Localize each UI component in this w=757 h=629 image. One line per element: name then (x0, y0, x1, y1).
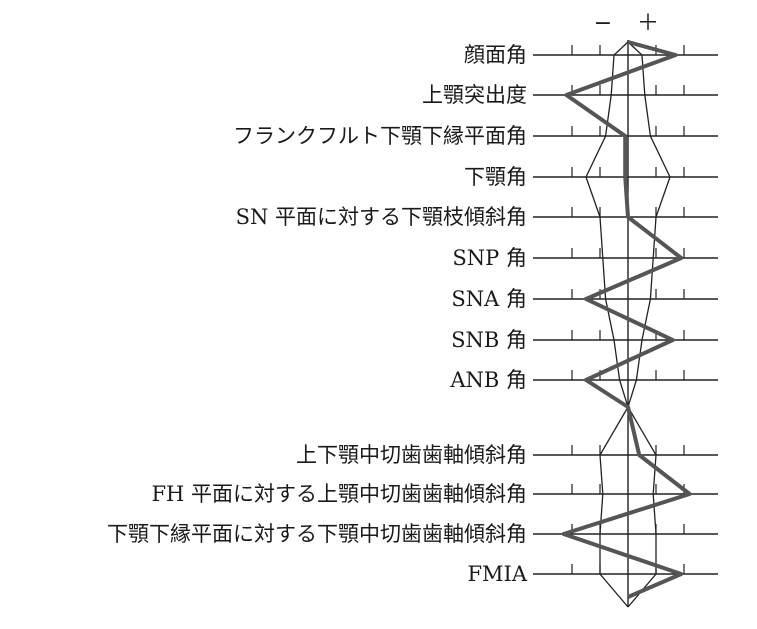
row-label: SNB 角 (451, 328, 527, 352)
range-line-plus (627, 41, 671, 608)
row-label: 顔面角 (464, 43, 527, 67)
standard-range-polygon (585, 41, 671, 608)
patient-point (584, 378, 588, 382)
row-label: FMIA (467, 562, 527, 586)
patient-point (626, 215, 630, 219)
row-label: FH 平面に対する上顎中切歯歯軸傾斜角 (151, 482, 527, 506)
row-label: SNP 角 (452, 246, 527, 270)
plus-sign-label: ＋ (637, 11, 659, 36)
row-label: ANB 角 (449, 368, 527, 392)
row-label: 下顎下縁平面に対する下顎中切歯歯軸傾斜角 (107, 522, 527, 546)
patient-point (562, 532, 566, 536)
patient-profile-line (561, 40, 692, 599)
patient-point (688, 492, 692, 496)
row-label: フランクフルト下顎下縁平面角 (233, 124, 527, 148)
patient-point (671, 338, 675, 342)
row-label: 下顎角 (464, 165, 527, 189)
patient-point (564, 93, 568, 97)
row-label: 上下顎中切歯歯軸傾斜角 (296, 443, 527, 467)
minus-sign-label: − (594, 11, 612, 36)
range-line-minus (585, 41, 629, 608)
patient-point (623, 175, 627, 179)
patient-point (679, 256, 683, 260)
patient-profile-polygon (561, 40, 692, 599)
patient-point (637, 453, 641, 457)
patient-point (679, 572, 683, 576)
row-label: SNA 角 (451, 287, 527, 311)
sign-labels: − ＋ (594, 11, 659, 36)
patient-point (674, 53, 678, 57)
row-label: 上顎突出度 (422, 83, 527, 107)
row-label: SN 平面に対する下顎枝傾斜角 (236, 205, 527, 229)
patient-point (584, 297, 588, 301)
patient-point (623, 134, 627, 138)
